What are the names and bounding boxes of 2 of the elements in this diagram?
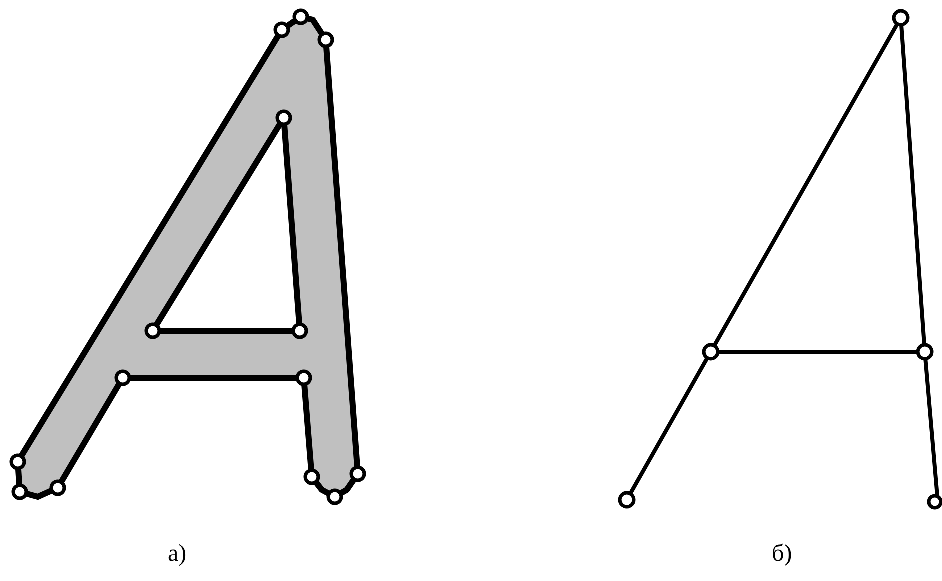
figure-label: б) bbox=[772, 540, 792, 568]
figure-label: а) bbox=[168, 540, 187, 568]
